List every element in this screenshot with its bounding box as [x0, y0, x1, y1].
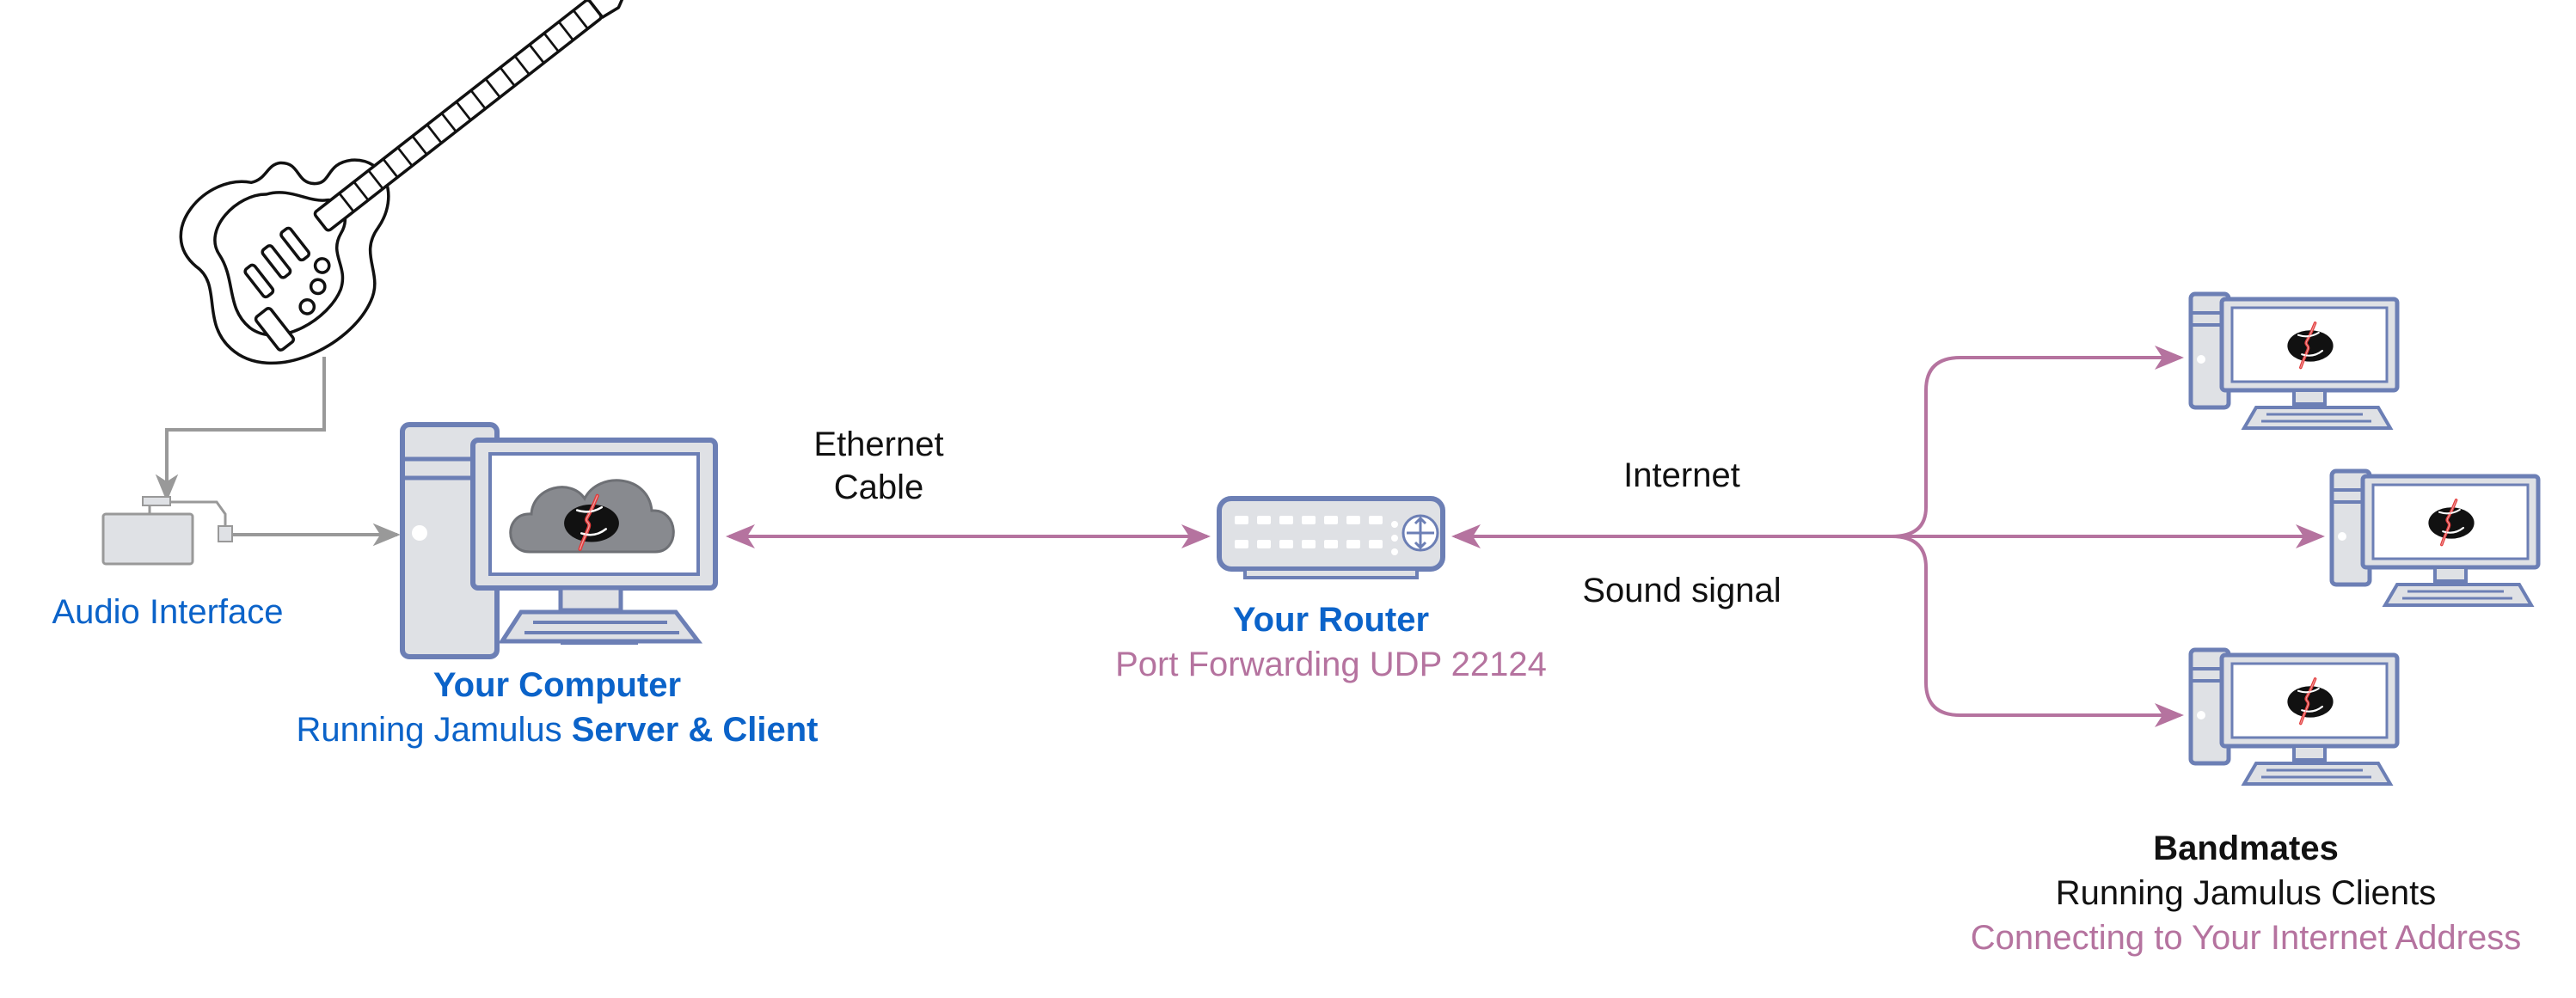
bandmates-title: Bandmates: [2153, 830, 2339, 867]
bandmate-computer-middle: [2332, 471, 2538, 605]
electric-guitar-icon: [179, 0, 646, 365]
computer-title: Your Computer: [433, 666, 681, 704]
internet-label: Internet: [1623, 456, 1740, 494]
internet-branch-top: [1891, 346, 2184, 538]
internet-branch-bottom: [1891, 535, 2184, 727]
bandmates-connect: Connecting to Your Internet Address: [1971, 919, 2521, 957]
sound-signal-label: Sound signal: [1582, 572, 1781, 609]
router-icon: [1217, 496, 1445, 579]
bandmate-computer-top: [2191, 294, 2397, 428]
router-title: Your Router: [1233, 601, 1429, 639]
ethernet-label-line2: Cable: [834, 468, 924, 506]
bandmate-computer-bottom: [2191, 650, 2397, 784]
bandmates-subtitle: Running Jamulus Clients: [2056, 874, 2436, 912]
guitar-cable: [155, 357, 326, 502]
ethernet-label-line1: Ethernet: [813, 426, 943, 463]
router-subtitle: Port Forwarding UDP 22124: [1115, 646, 1547, 683]
jamulus-cloud-logo-icon: [509, 479, 675, 554]
computer-subtitle: Running Jamulus Server & Client: [297, 711, 819, 749]
audio-interface-label: Audio Interface: [52, 593, 283, 631]
audio-interface-icon: [101, 496, 233, 566]
